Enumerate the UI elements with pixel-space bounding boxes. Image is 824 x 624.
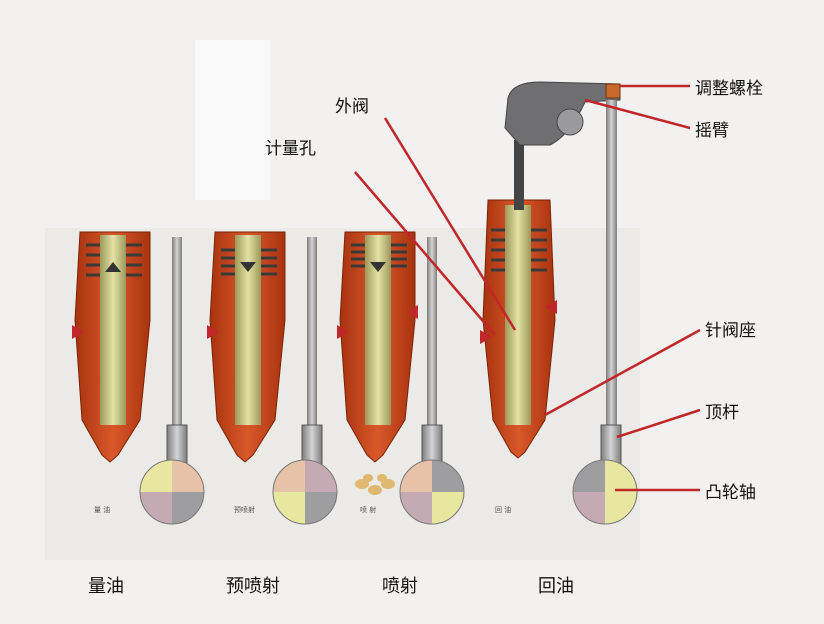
caption-return: 回油 bbox=[538, 576, 574, 597]
label-needle-seat: 针阀座 bbox=[705, 321, 756, 341]
camshaft bbox=[572, 459, 638, 525]
cam-tag-return: 回 油 bbox=[495, 506, 512, 514]
push-rod bbox=[606, 100, 617, 430]
injector-unit-injection bbox=[337, 231, 465, 525]
spring bbox=[86, 243, 142, 277]
leader-rocker-arm bbox=[584, 98, 691, 130]
flow-arrow bbox=[105, 262, 121, 272]
injector-unit-metering bbox=[72, 231, 205, 525]
cam-tag-pre-injection: 预喷射 bbox=[234, 506, 255, 514]
upper-rod bbox=[514, 140, 524, 210]
leader-push-rod bbox=[616, 408, 701, 439]
label-metering-hole: 计量孔 bbox=[265, 139, 316, 159]
push-rod bbox=[172, 237, 182, 427]
faint-panel bbox=[195, 40, 270, 200]
leader-lines bbox=[354, 84, 701, 492]
injector-unit-pre-injection bbox=[207, 231, 338, 525]
fuel-spray bbox=[355, 474, 395, 495]
label-adjust-screw: 调整螺栓 bbox=[695, 79, 763, 99]
cam-tag-metering: 量 油 bbox=[94, 506, 111, 514]
label-outer-valve: 外阀 bbox=[335, 97, 369, 117]
caption-injection: 喷射 bbox=[382, 576, 418, 597]
label-camshaft: 凸轮轴 bbox=[705, 483, 756, 503]
label-rocker-arm: 摇臂 bbox=[695, 121, 729, 141]
leader-needle-seat bbox=[544, 328, 701, 417]
label-push-rod: 顶杆 bbox=[705, 403, 739, 423]
inlet-arrow bbox=[72, 325, 84, 339]
caption-pre-injection: 预喷射 bbox=[226, 576, 280, 597]
cam-tag-injection: 喷 射 bbox=[360, 506, 377, 514]
caption-metering: 量油 bbox=[88, 576, 124, 597]
leader-metering-hole bbox=[354, 171, 496, 336]
cam bbox=[139, 459, 205, 525]
adjust-screw bbox=[605, 83, 621, 99]
injector-unit-return bbox=[480, 81, 638, 525]
rocker-pivot bbox=[556, 108, 584, 136]
leader-outer-valve bbox=[383, 117, 517, 331]
